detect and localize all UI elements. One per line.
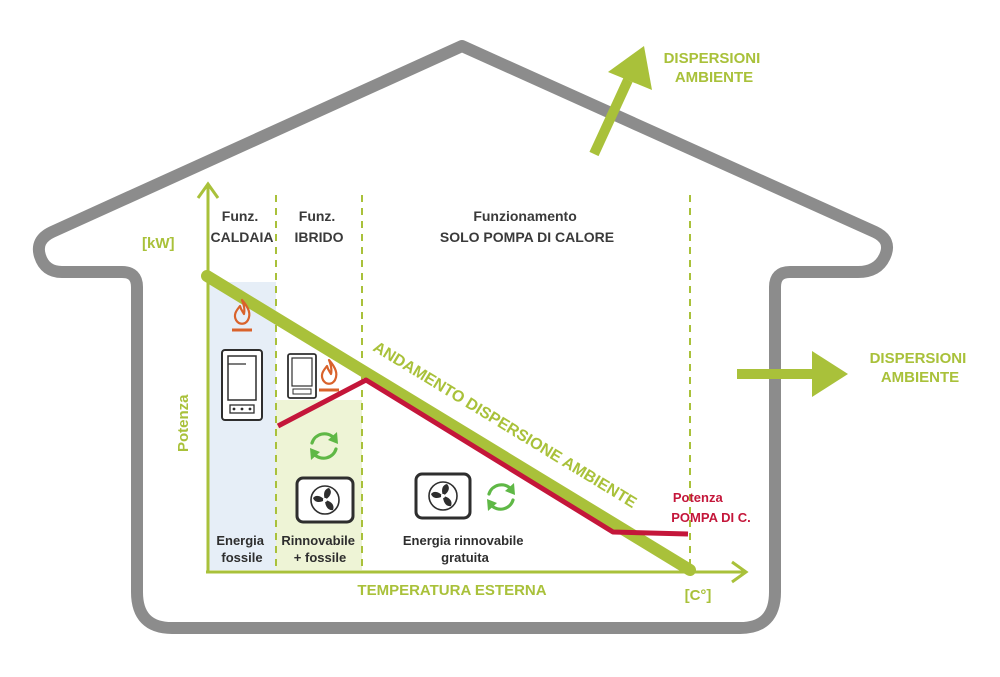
recycle-arrows-icon-solo [487, 483, 515, 511]
x-axis-label: TEMPERATURA ESTERNA [357, 582, 546, 599]
y-axis-unit: [kW] [142, 235, 175, 252]
zone-heatpump-title: Funzionamento SOLO POMPA DI CALORE [440, 208, 614, 245]
flame-icon [232, 298, 252, 332]
flame-icon-hybrid [319, 358, 339, 392]
energy-label-boiler: Energia fossile [216, 533, 267, 565]
heat-pump-power-line [276, 377, 689, 537]
dispersion-arrow-right [737, 351, 848, 397]
heat-pump-power-label: Potenza POMPA DI C. [671, 489, 750, 525]
x-axis-unit: [C°] [685, 587, 712, 604]
boiler-icon [221, 349, 263, 421]
boiler-icon-hybrid [287, 353, 317, 399]
x-axis [206, 560, 749, 584]
heat-pump-fan-icon-solo [414, 472, 472, 520]
heat-pump-fan-icon [295, 476, 355, 524]
y-axis [196, 181, 220, 572]
dispersion-arrow-top [589, 46, 652, 157]
zone-hybrid-title: Funz. IBRIDO [295, 208, 344, 245]
dispersion-label-right: DISPERSIONI AMBIENTE [870, 350, 971, 386]
dispersion-label-top: DISPERSIONI AMBIENTE [664, 50, 765, 86]
dispersion-line [201, 270, 696, 576]
energy-label-heatpump: Energia rinnovabile gratuita [403, 533, 527, 565]
y-axis-label: Potenza [175, 394, 192, 452]
zone-boiler-title: Funz. CALDAIA [211, 208, 274, 245]
recycle-arrows-icon [310, 432, 338, 460]
house-outline [32, 40, 893, 634]
boiler-zone-fill [208, 282, 276, 570]
energy-label-hybrid: Rinnovabile + fossile [281, 533, 358, 565]
